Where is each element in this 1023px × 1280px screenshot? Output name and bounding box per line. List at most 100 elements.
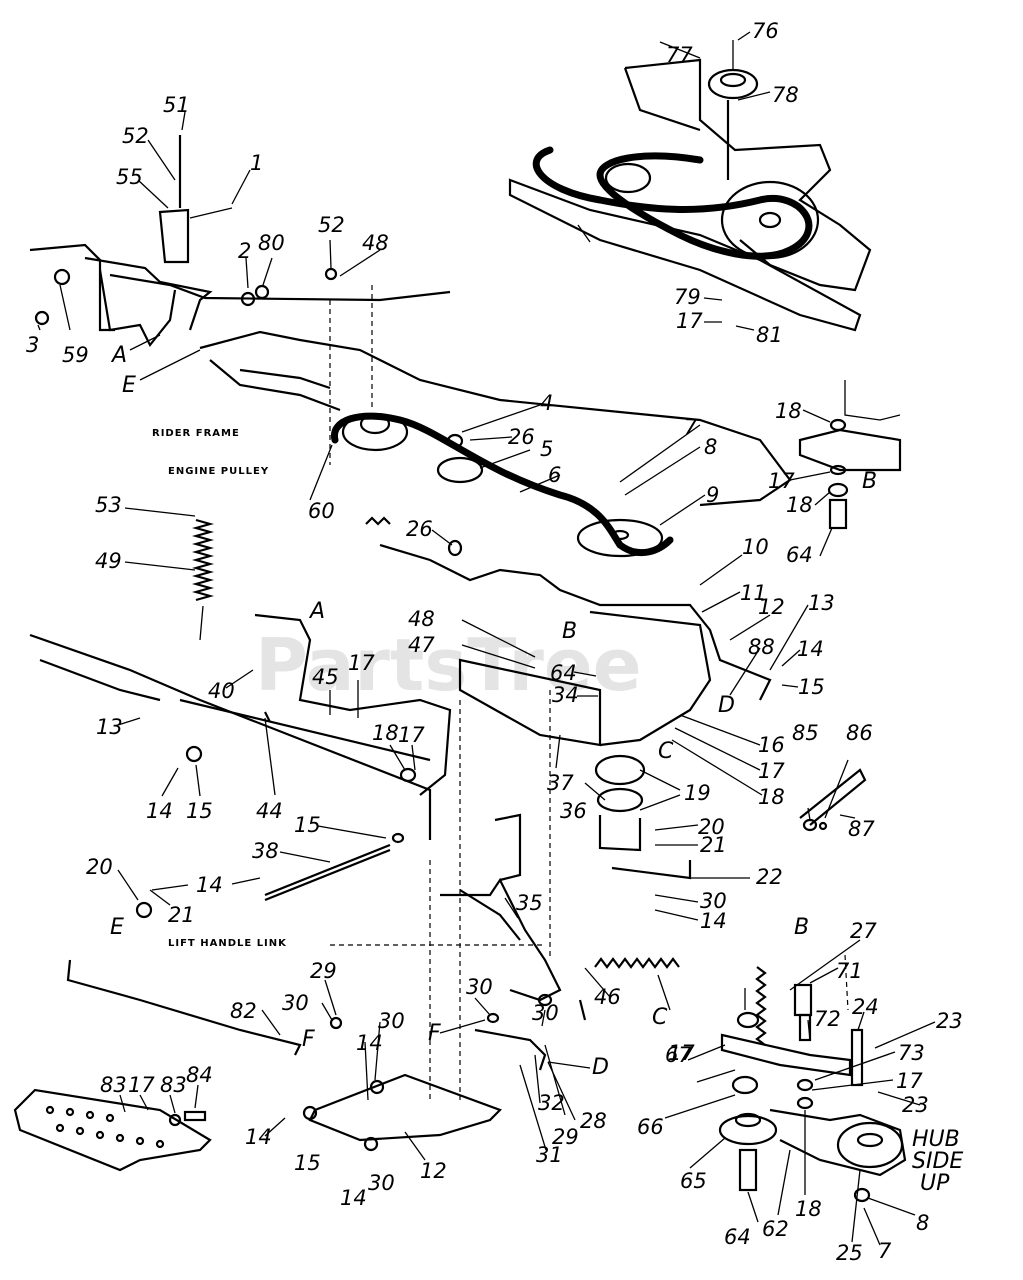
- callout: 29: [310, 959, 337, 983]
- callout: 18: [795, 1197, 822, 1221]
- callout: 23: [902, 1093, 929, 1117]
- caption-rider-frame: RIDER FRAME: [152, 428, 240, 439]
- callout: 59: [62, 343, 89, 367]
- callout: 67: [665, 1043, 692, 1067]
- callout: 83: [100, 1073, 127, 1097]
- callout: 4: [540, 391, 553, 415]
- callout: 30: [368, 1171, 395, 1195]
- callout: 47: [408, 633, 435, 657]
- callout: 15: [186, 799, 213, 823]
- callout: 12: [420, 1159, 447, 1183]
- callout: 14: [340, 1186, 367, 1210]
- deck-belt-assembly: [508, 40, 872, 332]
- callout: 20: [86, 855, 113, 879]
- callout: 34: [552, 683, 579, 707]
- callout: 14: [245, 1125, 272, 1149]
- callout: 78: [772, 83, 799, 107]
- callout: 82: [230, 999, 257, 1023]
- callout: 23: [936, 1009, 963, 1033]
- callout: 17: [768, 469, 795, 493]
- callout: 37: [547, 771, 574, 795]
- callout: 1: [250, 151, 263, 175]
- hub-note-line-2: SIDE: [912, 1149, 963, 1174]
- callout: 24: [852, 995, 879, 1019]
- springs: [191, 516, 767, 1046]
- callout: 29: [552, 1125, 579, 1149]
- callout: 28: [580, 1109, 607, 1133]
- callout: 19: [684, 781, 711, 805]
- callout: 65: [680, 1169, 707, 1193]
- callout: 13: [808, 591, 835, 615]
- callout: 44: [256, 799, 283, 823]
- callout: 79: [674, 285, 701, 309]
- callout: 30: [700, 889, 727, 913]
- callout: 87: [848, 817, 875, 841]
- callout: 84: [186, 1063, 213, 1087]
- callout: 17: [398, 723, 425, 747]
- callout: 9: [706, 483, 719, 507]
- lift-plate: [308, 1073, 502, 1142]
- callout: 15: [294, 1151, 321, 1175]
- callout: 12: [758, 595, 785, 619]
- hub-note-line-1: HUB: [912, 1127, 960, 1152]
- callout: 8: [704, 435, 717, 459]
- callout-labels: 76 77 78 51 52 55 1 2 80 52 48 3 59 79 1…: [26, 19, 963, 1265]
- leader-lines: [37, 31, 936, 1246]
- callout: 17: [758, 759, 785, 783]
- ref-letter: A: [308, 599, 325, 624]
- callout: 86: [846, 721, 873, 745]
- callout: 31: [536, 1143, 563, 1167]
- callout: 55: [116, 165, 143, 189]
- callout: 64: [724, 1225, 751, 1249]
- callout: 17: [896, 1069, 923, 1093]
- callout: 14: [797, 637, 824, 661]
- callout: 18: [758, 785, 785, 809]
- callout: 18: [775, 399, 802, 423]
- lift-linkage: [66, 690, 587, 1152]
- callout: 49: [95, 549, 122, 573]
- callout: 64: [786, 543, 813, 567]
- callout: 40: [208, 679, 235, 703]
- idler-pulley-hub: [836, 1121, 904, 1169]
- callout: 2: [238, 239, 251, 263]
- foot-plate: [13, 1088, 212, 1172]
- callout: 14: [146, 799, 173, 823]
- callout: 21: [168, 903, 195, 927]
- callout: 48: [362, 231, 389, 255]
- hardware-stack-right: [798, 380, 902, 530]
- ref-letter: B: [862, 469, 877, 494]
- callout: 17: [348, 651, 375, 675]
- hub-note-line-3: UP: [920, 1171, 950, 1196]
- callout: 10: [742, 535, 769, 559]
- callout: 22: [756, 865, 783, 889]
- callout: 32: [538, 1091, 565, 1115]
- callout: 7: [684, 415, 698, 439]
- callout: 6: [548, 463, 561, 487]
- callout: 88: [748, 635, 775, 659]
- idler-arm-assembly: [718, 954, 907, 1203]
- clutch-bracket-assembly: [29, 543, 867, 880]
- callout: 15: [798, 675, 825, 699]
- callout: 26: [406, 517, 433, 541]
- callout: 30: [532, 1001, 559, 1025]
- callout: 66: [637, 1115, 664, 1139]
- callout: 36: [560, 799, 587, 823]
- ref-letter: E: [110, 915, 124, 940]
- callout: 35: [516, 891, 543, 915]
- callout: 17: [128, 1073, 155, 1097]
- callout: 26: [508, 425, 535, 449]
- callout: 7: [878, 1239, 892, 1263]
- callout: 16: [758, 733, 785, 757]
- rider-frame: [199, 285, 792, 558]
- caption-engine-pulley: ENGINE PULLEY: [168, 466, 269, 477]
- ref-letter: B: [794, 915, 809, 940]
- callout: 80: [258, 231, 285, 255]
- callout: 51: [163, 93, 190, 117]
- callout: 20: [698, 815, 725, 839]
- callout: 25: [836, 1241, 863, 1265]
- callout: 71: [836, 959, 863, 983]
- main-pulley: [576, 518, 664, 558]
- ref-letter: B: [562, 619, 577, 644]
- drive-belt: [532, 146, 813, 260]
